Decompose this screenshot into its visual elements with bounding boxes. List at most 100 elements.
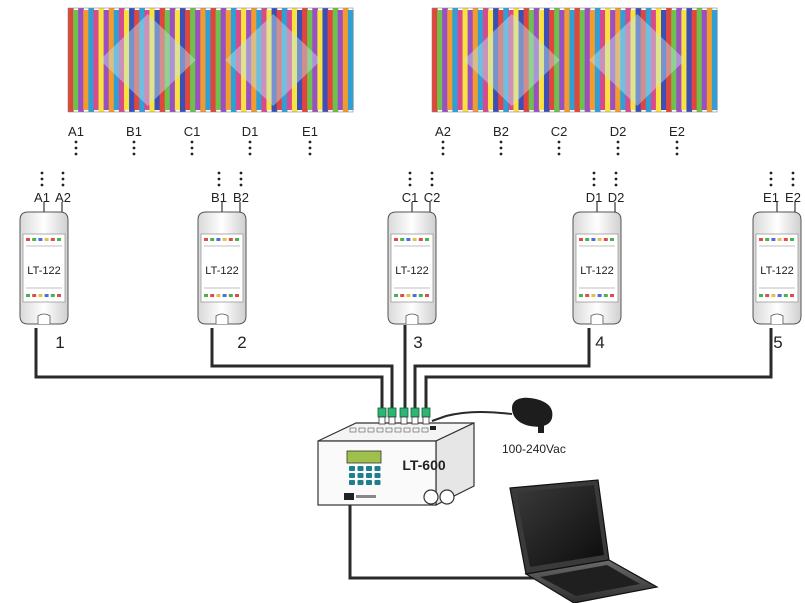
wire-2 (210, 328, 394, 408)
ellipsis-dot (308, 146, 312, 150)
power-jack[interactable] (430, 426, 436, 430)
led-strip (271, 8, 278, 112)
led-strip (589, 10, 596, 110)
led-strip (235, 10, 242, 110)
led-strip (68, 8, 74, 112)
ellipsis-dot (190, 152, 194, 156)
led-strip (432, 8, 438, 112)
led-strip (149, 8, 156, 112)
panel-label: B1 (126, 124, 142, 139)
dmx-terminal[interactable] (410, 407, 420, 418)
led-strip (118, 8, 125, 112)
top-port-outline (421, 427, 429, 433)
keypad-button[interactable] (374, 473, 381, 478)
terminal-led (603, 238, 608, 241)
led-strip (487, 10, 494, 110)
ellipsis-dot (40, 171, 44, 175)
terminal-led (26, 294, 30, 297)
terminal-led (38, 238, 43, 241)
led-strip (266, 10, 273, 110)
led-strip (569, 10, 576, 110)
terminal-led (585, 294, 590, 297)
keypad-button[interactable] (357, 466, 364, 471)
ellipsis-dot (248, 146, 252, 150)
keypad-button[interactable] (366, 473, 372, 478)
led-strip (337, 10, 344, 110)
led-strip (666, 8, 672, 112)
usb-port[interactable] (344, 493, 354, 500)
terminal-led (759, 294, 763, 297)
ellipsis-dot (248, 140, 252, 144)
top-port-outline (376, 427, 384, 433)
led-strip (302, 8, 308, 112)
led-strip (332, 8, 339, 112)
ellipsis-dot (791, 171, 795, 175)
dmx-terminal[interactable] (399, 407, 409, 418)
terminal-led (406, 238, 411, 241)
led-strip (543, 8, 550, 112)
output-connector-1[interactable] (423, 489, 439, 505)
led-strip (447, 10, 453, 110)
keypad-button[interactable] (349, 480, 355, 485)
ellipsis-dot (132, 152, 136, 156)
decoder-model: LT-122 (580, 265, 613, 277)
terminal-led (777, 238, 782, 241)
keypad-button[interactable] (374, 466, 381, 471)
ellipsis-dot (74, 146, 78, 150)
led-strip (215, 10, 222, 110)
keypad-button[interactable] (374, 480, 381, 485)
ellipsis-dot (239, 183, 243, 187)
led-strip (493, 8, 499, 112)
ellipsis-dot (616, 140, 620, 144)
led-strip (620, 10, 626, 110)
output-connector-2[interactable] (439, 489, 455, 505)
terminal-led (216, 294, 221, 297)
led-strip (113, 10, 120, 110)
ellipsis-dot (791, 177, 795, 181)
decoder-channel-labels: A1 A2 B1 B2 C1 C2 D1 D2 E1 E2 (34, 190, 801, 205)
decoder-label-panel (755, 233, 799, 303)
led-strip (98, 8, 105, 112)
panel-label: D1 (242, 124, 259, 139)
keypad-button[interactable] (357, 473, 364, 478)
ellipsis-dot (769, 183, 773, 187)
mount-notch (405, 313, 419, 324)
led-strip (650, 10, 657, 110)
led-strip (513, 8, 520, 112)
keypad-button[interactable] (366, 466, 372, 471)
channel-label: A2 (55, 190, 71, 205)
terminal-led (210, 238, 215, 241)
led-strip (73, 10, 79, 110)
keypad-button[interactable] (366, 480, 372, 485)
led-strip (261, 8, 268, 112)
controller-model: LT-600 (402, 457, 446, 473)
led-strip (701, 10, 708, 110)
keypad-button[interactable] (357, 480, 364, 485)
channel-label: A1 (34, 190, 50, 205)
panel-2-labels: A2 B2 C2 D2 E2 (435, 124, 685, 139)
terminal-led (38, 294, 43, 297)
ellipsis-dot (769, 171, 773, 175)
led-strip (103, 10, 110, 110)
led-strip (467, 10, 474, 110)
ellipsis-dot (430, 171, 434, 175)
terminal-led (591, 294, 596, 297)
terminal-led (412, 294, 417, 297)
led-strip (523, 8, 530, 112)
adapter-label: 100-240Vac (502, 442, 566, 456)
led-strip (169, 8, 176, 112)
terminal-led (394, 294, 398, 297)
ellipsis-dot (132, 146, 136, 150)
dmx-terminal[interactable] (377, 407, 387, 418)
led-strip (691, 10, 698, 110)
led-strip (108, 8, 115, 112)
terminal-led (418, 294, 423, 297)
dmx-terminal[interactable] (421, 407, 431, 418)
ellipsis-dot (308, 140, 312, 144)
keypad-button[interactable] (349, 466, 355, 471)
dmx-terminal[interactable] (387, 407, 397, 418)
ellipsis-dot (190, 146, 194, 150)
keypad-button[interactable] (349, 473, 355, 478)
top-port-outline (412, 427, 420, 433)
ellipsis-dot (430, 183, 434, 187)
